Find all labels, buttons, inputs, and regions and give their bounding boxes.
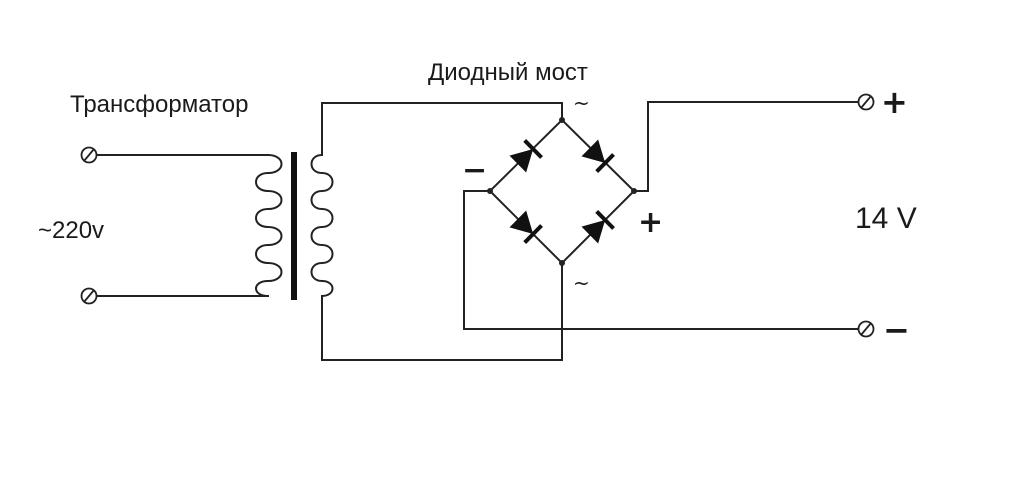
bridge-label: Диодный мост xyxy=(428,59,588,86)
diode-icon xyxy=(581,210,615,244)
secondary-coil xyxy=(310,154,334,297)
ac-top-symbol: ~ xyxy=(573,91,590,115)
output-plus-sign: + xyxy=(881,83,908,121)
terminal-icon xyxy=(857,320,875,338)
output-voltage-label: 14 V xyxy=(855,202,917,235)
input-voltage-label: ~220v xyxy=(38,217,104,244)
output-wires xyxy=(463,101,859,330)
ac-bottom-symbol: ~ xyxy=(573,271,590,295)
bridge-plus-sign: + xyxy=(638,205,663,240)
bridge-diamond xyxy=(488,118,636,265)
diode-icon xyxy=(509,139,543,173)
bridge-minus-sign: − xyxy=(462,153,487,188)
primary-winding-wires xyxy=(96,154,269,297)
diode-icon xyxy=(581,139,615,173)
transformer-label: Трансформатор xyxy=(70,91,248,118)
terminal-icon xyxy=(857,93,875,111)
secondary-wires xyxy=(321,102,563,361)
bridge-nodes xyxy=(487,117,637,266)
output-minus-sign: − xyxy=(883,311,910,349)
primary-coil xyxy=(255,154,283,297)
terminal-icon xyxy=(80,146,98,164)
terminal-icon xyxy=(80,287,98,305)
diode-icon xyxy=(509,210,543,244)
